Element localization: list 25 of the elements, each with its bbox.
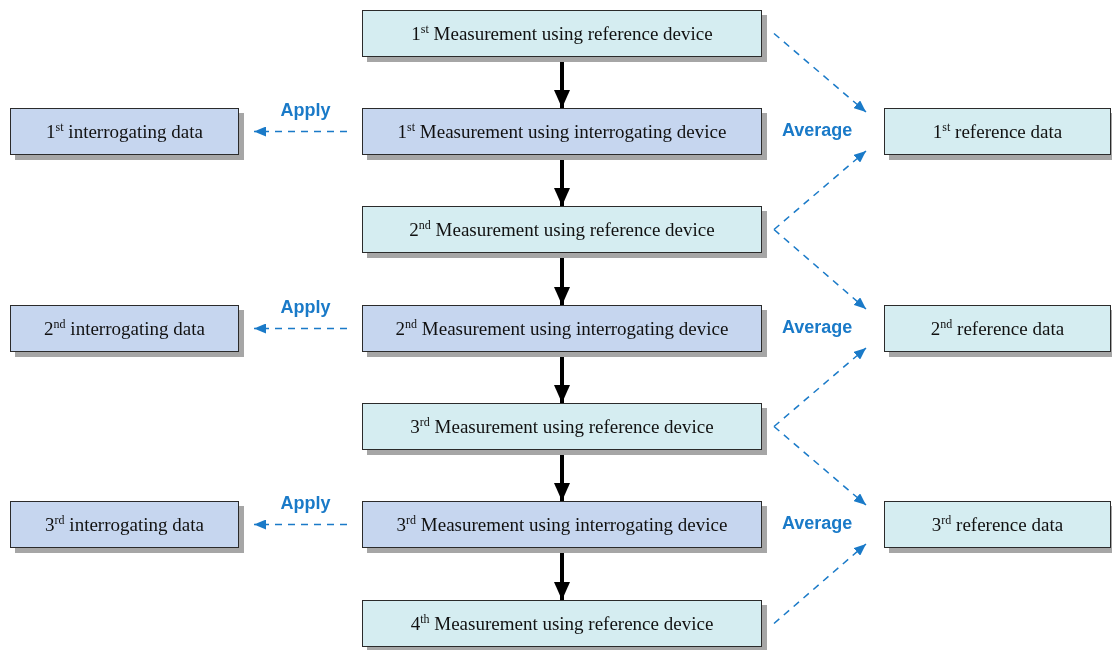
arrow — [773, 425, 867, 506]
arrow — [773, 32, 867, 113]
box-text: 3$^{rd}$ Measurement using interrogating device — [396, 512, 728, 537]
box-text: 1$^{st}$ reference data — [932, 119, 1063, 144]
box-text: 1$^{st}$ Measurement using reference device — [411, 21, 713, 46]
arrow — [253, 519, 348, 530]
box-text: 4$^{th}$ Measurement using reference device — [410, 611, 714, 636]
box-text: 2$^{nd}$ reference data — [930, 316, 1065, 341]
box-text: 2$^{nd}$ Measurement using reference device — [409, 217, 715, 242]
step-label: Average — [780, 513, 855, 534]
arrow — [253, 323, 348, 334]
box-text: 1$^{st}$ Measurement using interrogating device — [397, 119, 727, 144]
arrow — [773, 347, 867, 428]
step-label: Average — [780, 317, 855, 338]
arrow — [773, 228, 867, 310]
box-text: 2$^{nd}$ interrogating data — [44, 316, 205, 341]
box-text: 3$^{rd}$ reference data — [931, 512, 1064, 537]
box-text: 1$^{st}$ interrogating data — [46, 119, 203, 144]
box-text: 2$^{nd}$ Measurement using interrogating device — [395, 316, 729, 341]
arrow — [253, 126, 348, 137]
arrow — [773, 150, 867, 231]
arrow — [773, 543, 867, 625]
step-label: Average — [780, 120, 855, 141]
box-text: 3$^{rd}$ Measurement using reference device — [410, 414, 714, 439]
box-text: 3$^{rd}$ interrogating data — [45, 512, 204, 537]
